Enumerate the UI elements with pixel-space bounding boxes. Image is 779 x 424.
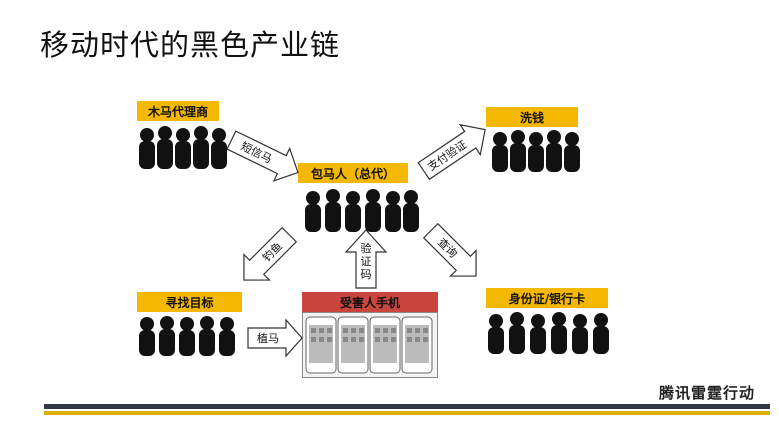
crowd-silhouette-icon — [139, 316, 235, 356]
node-victim-phone: 受害人手机 — [302, 292, 438, 312]
node-general-agent: 包马人（总代） — [298, 163, 408, 183]
arrow-sms-trojan: 短信马 — [226, 130, 299, 182]
crowd-silhouette-icon — [139, 126, 227, 169]
node-laundering: 洗钱 — [486, 107, 578, 127]
brand-logo: 腾讯雷霆行动 — [658, 384, 755, 402]
arrow-phishing: 钓鱼 — [243, 226, 298, 281]
footer-bar-gold — [44, 411, 770, 415]
arrow-implant-label: 植马 — [257, 331, 279, 345]
crowd-silhouette-icon — [305, 189, 419, 232]
node-id-bankcard: 身份证/银行卡 — [486, 288, 608, 308]
node-trojan-agent: 木马代理商 — [137, 101, 219, 121]
smartphone-icon — [305, 316, 433, 374]
phones-image — [302, 312, 438, 378]
node-find-target: 寻找目标 — [137, 292, 242, 312]
crowd-silhouette-icon — [492, 130, 580, 172]
arrow-verify-code-label: 验证码 — [360, 242, 372, 281]
arrow-pay-verify: 支付验证 — [417, 123, 486, 181]
crowd-silhouette-icon — [488, 312, 609, 354]
arrow-verify-code — [344, 229, 388, 289]
footer-bar-dark — [44, 404, 770, 409]
arrow-query: 查询 — [422, 222, 477, 277]
arrow-implant: 植马 — [247, 318, 303, 358]
page-title: 移动时代的黑色产业链 — [40, 28, 341, 62]
